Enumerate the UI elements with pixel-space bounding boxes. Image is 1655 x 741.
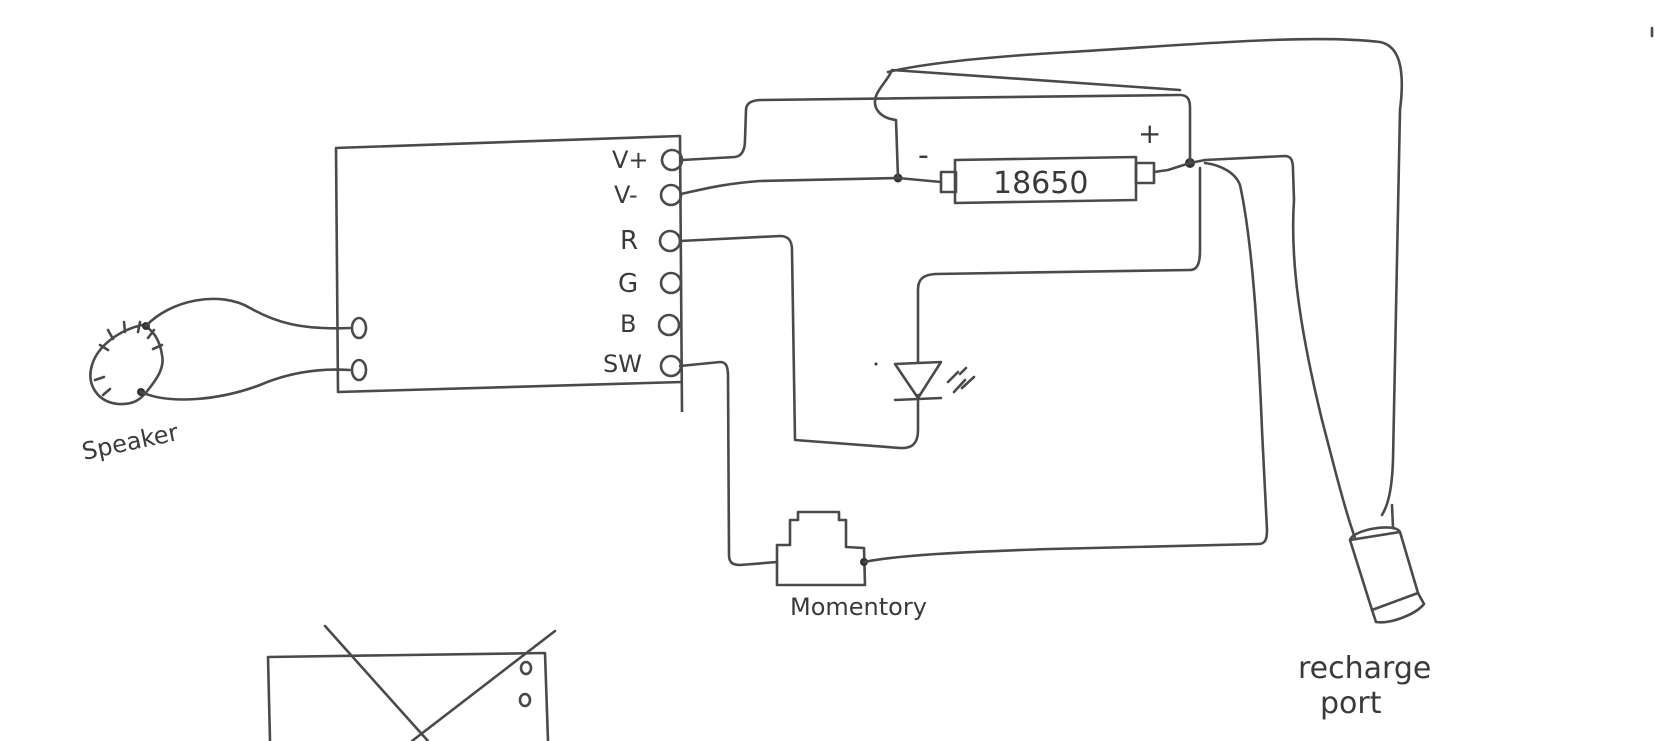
switch-label: Momentory bbox=[790, 593, 927, 621]
crossed-board-pad-2 bbox=[518, 692, 532, 708]
port-label-line1: recharge bbox=[1298, 651, 1431, 686]
wire-battery-plus-stub bbox=[1152, 154, 1296, 202]
speaker-wire-bottom bbox=[139, 368, 352, 401]
wire-port-inner bbox=[1291, 198, 1357, 540]
pin-pad-r bbox=[658, 229, 682, 253]
pin-pad-sw bbox=[659, 354, 683, 378]
speaker-wire-top bbox=[144, 297, 352, 330]
pin-pad-g bbox=[659, 271, 683, 295]
wire-port-outer-end bbox=[1390, 503, 1395, 530]
pin-label-vminus: V- bbox=[614, 181, 638, 209]
wire-led-to-plus bbox=[916, 166, 1202, 364]
pin-label-g: G bbox=[618, 269, 638, 299]
battery-18650: 18650 - + bbox=[918, 117, 1161, 205]
wire-vminus bbox=[679, 176, 943, 196]
led-bar bbox=[893, 396, 943, 402]
port-top bbox=[1348, 526, 1402, 541]
pin-label-vplus: V+ bbox=[612, 146, 649, 174]
cross-line-2 bbox=[410, 629, 557, 741]
speaker-pad-1 bbox=[350, 316, 368, 340]
speaker-body bbox=[89, 323, 164, 406]
crossed-board-pad-1 bbox=[519, 660, 533, 676]
led bbox=[874, 360, 976, 402]
pin-label-b: B bbox=[620, 310, 636, 338]
speaker-pad-2 bbox=[350, 358, 368, 382]
battery-label: 18650 bbox=[993, 166, 1088, 201]
cross-line-1 bbox=[323, 624, 430, 741]
crossed-board-outline bbox=[266, 651, 550, 741]
port-label-line2: port bbox=[1320, 686, 1382, 721]
battery-terminal-plus bbox=[1134, 161, 1156, 185]
pin-label-r: R bbox=[620, 226, 638, 256]
momentary-switch: Momentory bbox=[775, 510, 927, 621]
switch-body bbox=[775, 510, 867, 587]
pin-pad-vminus bbox=[659, 183, 683, 207]
battery-plus-sign: + bbox=[1138, 117, 1161, 150]
speaker-cone-ticks bbox=[93, 320, 164, 397]
pin-pad-b bbox=[657, 313, 681, 337]
port-body bbox=[1348, 530, 1420, 612]
crossed-out-board bbox=[266, 624, 557, 741]
wire-recharge-outer bbox=[886, 37, 1404, 517]
speaker: Speaker bbox=[79, 320, 181, 466]
wire-r-pin bbox=[678, 234, 920, 450]
wire-battery-bypass bbox=[873, 68, 1182, 180]
port-tip bbox=[1370, 592, 1426, 624]
led-emission-arrows bbox=[946, 366, 976, 394]
led-mark bbox=[874, 362, 878, 366]
battery-minus-sign: - bbox=[918, 138, 929, 173]
speaker-label: Speaker bbox=[79, 418, 180, 466]
sound-module: V+ V- R G B SW bbox=[334, 134, 684, 413]
wire-sw-pin bbox=[678, 360, 779, 567]
module-board-outline bbox=[334, 134, 684, 413]
led-triangle bbox=[893, 360, 943, 400]
pin-label-sw: SW bbox=[603, 350, 642, 378]
recharge-port: recharge port bbox=[1291, 198, 1431, 721]
wire-switch-to-plus bbox=[862, 161, 1269, 564]
wire-vplus bbox=[680, 93, 1192, 165]
